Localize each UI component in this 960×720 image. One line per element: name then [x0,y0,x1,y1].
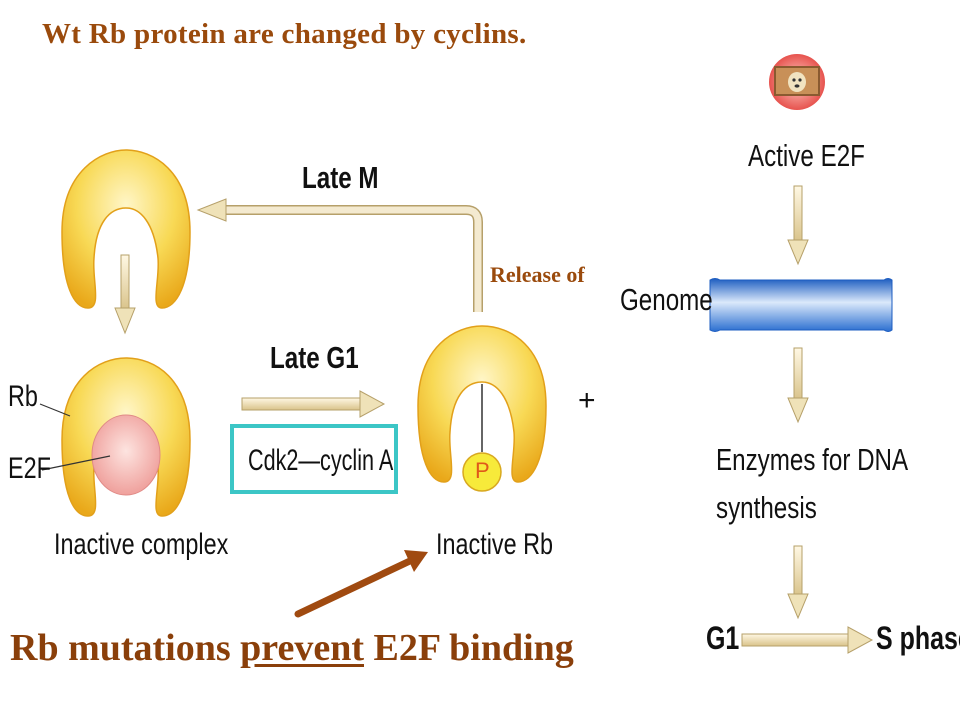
arrow-g1-to-s-phase [741,626,874,654]
arrow-down-left [114,254,136,335]
cdk2-cyclin-a-label: Cdk2—cyclin A [248,444,394,477]
late-m-label: Late M [302,160,379,195]
caption-emphasis: prevent [240,627,364,669]
active-e2f-label: Active E2F [748,138,865,173]
release-of-label: Release of [490,262,585,287]
e2f-label: E2F [8,452,51,485]
rb-protein-top [61,149,191,309]
rb-protein-inactive [417,325,547,483]
rb-protein-complex [61,357,191,517]
cdk2-cyclin-a-highlight: Cdk2—cyclin A [230,424,398,494]
rb-mutation-caption: Rb mutations prevent E2F binding [10,626,574,670]
caption-before: Rb mutations [10,627,241,669]
inactive-rb-label: Inactive Rb [436,528,554,561]
enzymes-label-line2: synthesis [716,490,817,525]
caption-after: E2F binding [364,627,574,669]
enzymes-label-line1: Enzymes for DNA [716,442,909,477]
arrow-e2f-to-genome [787,185,809,266]
s-phase-label: S phase [876,620,960,656]
e2f-leader-line [41,455,111,471]
late-g1-label: Late G1 [270,340,359,375]
arrow-genome-to-enzymes [787,347,809,424]
inactive-complex-label: Inactive complex [54,528,229,561]
genome-label: Genome [620,282,713,317]
photo-thumbnail-icon [774,66,820,96]
g1-label: G1 [706,620,740,656]
pointer-arrow [294,550,428,618]
e2f-protein [91,414,161,496]
late-m-arrow [196,198,483,312]
phosphate-label: P [475,458,490,483]
genome-dna [709,278,893,332]
late-g1-arrow [241,390,386,418]
phosphate-group [462,452,502,492]
arrow-enzymes-to-g1 [787,545,809,620]
rb-label: Rb [8,380,38,413]
rb-leader-line [39,403,71,417]
slide-title: Wt Rb protein are changed by cyclins. [42,18,527,50]
plus-sign: + [578,384,596,417]
